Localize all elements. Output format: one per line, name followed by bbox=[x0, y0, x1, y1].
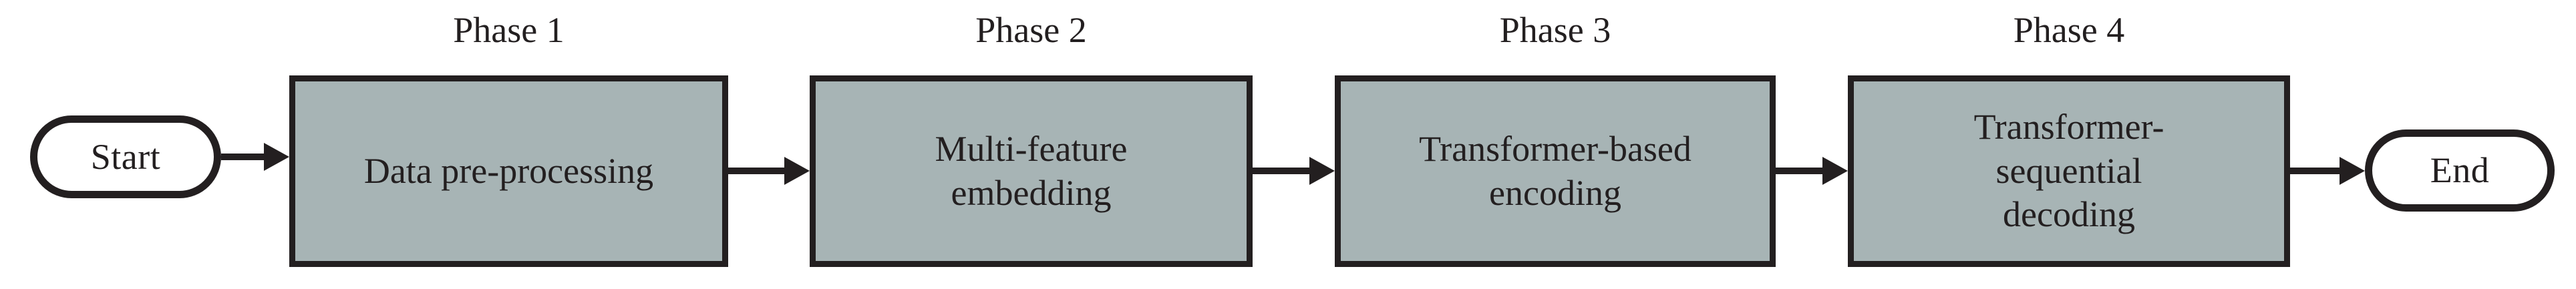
edge-shaft bbox=[1776, 168, 1826, 174]
arrowhead-icon bbox=[784, 157, 810, 185]
edge-shaft bbox=[2290, 168, 2344, 174]
node-end-label: End bbox=[2430, 150, 2490, 191]
node-phase-4[interactable]: Transformer- sequential decoding bbox=[1848, 75, 2290, 267]
node-start[interactable]: Start bbox=[30, 115, 221, 198]
edge-shaft bbox=[728, 168, 788, 174]
phase-caption-4: Phase 4 bbox=[2013, 10, 2125, 50]
node-end[interactable]: End bbox=[2365, 129, 2555, 212]
node-start-label: Start bbox=[90, 136, 161, 177]
edge-shaft bbox=[221, 154, 268, 160]
node-phase-1[interactable]: Data pre-processing bbox=[289, 75, 728, 267]
arrowhead-icon bbox=[1822, 157, 1848, 185]
phase-caption-1: Phase 1 bbox=[453, 10, 565, 50]
node-phase-2-label: Multi-feature embedding bbox=[935, 128, 1128, 213]
phase-caption-3: Phase 3 bbox=[1499, 10, 1611, 50]
node-phase-1-label: Data pre-processing bbox=[363, 150, 654, 191]
edge-shaft bbox=[1253, 168, 1313, 174]
node-phase-3[interactable]: Transformer-based encoding bbox=[1335, 75, 1776, 267]
phase-caption-2: Phase 2 bbox=[975, 10, 1087, 50]
node-phase-4-label: Transformer- sequential decoding bbox=[1973, 106, 2164, 235]
node-phase-3-label: Transformer-based encoding bbox=[1419, 128, 1692, 213]
node-phase-2[interactable]: Multi-feature embedding bbox=[810, 75, 1253, 267]
arrowhead-icon bbox=[264, 143, 289, 171]
arrowhead-icon bbox=[1309, 157, 1335, 185]
arrowhead-icon bbox=[2340, 157, 2365, 185]
